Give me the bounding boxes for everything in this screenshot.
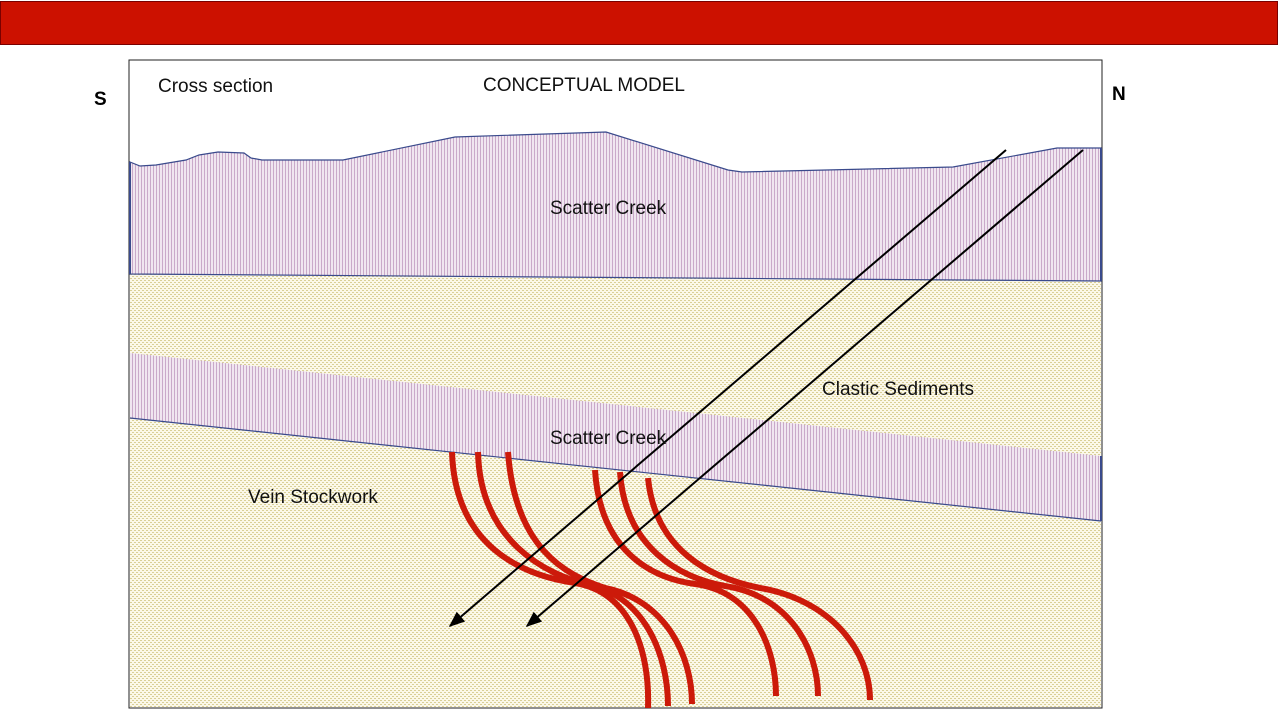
label-upper-scatter-creek: Scatter Creek [550,198,667,219]
vein-5 [617,471,821,697]
label-lower-scatter-creek: Scatter Creek [550,428,667,449]
label-vein-stockwork: Vein Stockwork [248,487,378,508]
drill-hole-1 [448,149,1007,628]
lower-scatter-creek-unit [130,353,1101,521]
title-bar [0,1,1278,45]
vein-stockwork-veins [449,451,873,709]
upper-scatter-creek-unit [129,131,1102,282]
compass-south-label: S [94,89,107,110]
compass-north-label: N [1112,84,1126,105]
label-clastic-sediments: Clastic Sediments [822,379,974,400]
diagram-title: CONCEPTUAL MODEL [483,75,685,96]
lower-scatter-creek-base-contact [129,417,1102,522]
vein-6 [645,477,873,701]
drill-hole-2 [525,149,1084,628]
diagram-subtitle: Cross section [158,76,273,97]
vein-3 [505,451,695,705]
title-bar-fill [1,2,1277,44]
vein-4 [592,469,779,697]
